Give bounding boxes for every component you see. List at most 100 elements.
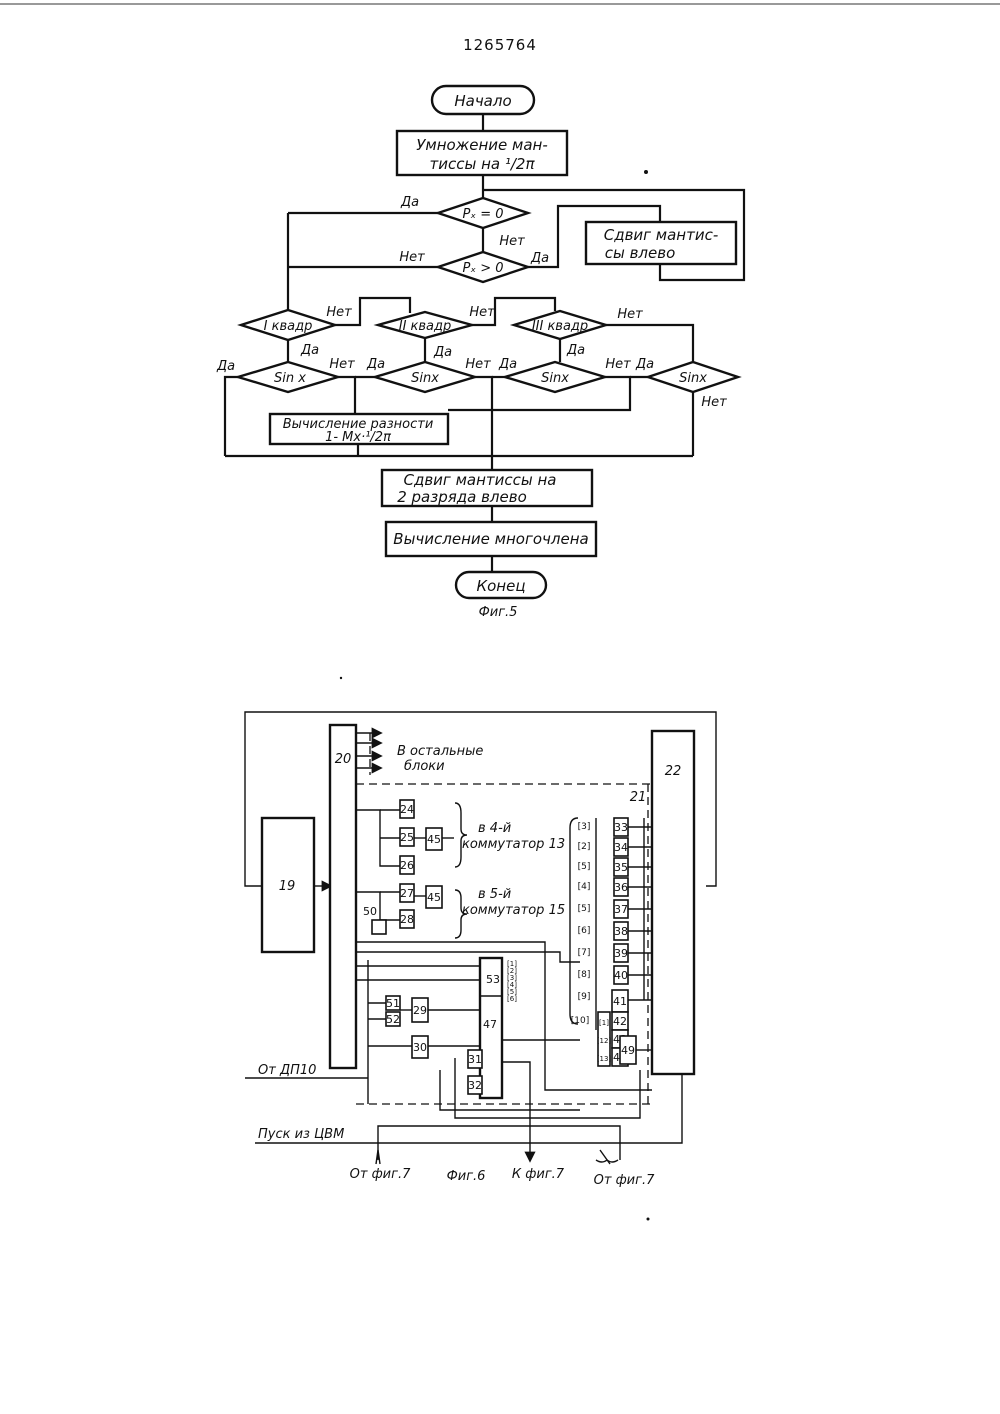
block-20 — [330, 725, 356, 1068]
quadrant1-label: I квадр — [264, 319, 313, 334]
fig5-caption: Фиг.5 — [479, 605, 518, 620]
block-20-label: 20 — [335, 752, 352, 767]
svg-text:37: 37 — [614, 903, 628, 916]
block-50-label: 50 — [363, 905, 377, 918]
register-inputs: [3] [2] [5] [4] [5] [6] [7] [8] [9] [10]… — [571, 822, 612, 1063]
svg-text:[2]: [2] — [578, 842, 591, 852]
svg-text:[10]: [10] — [571, 1016, 589, 1026]
q2-no: Нет — [469, 305, 495, 320]
svg-text:[8]: [8] — [578, 970, 591, 980]
sin3-label: Sinx — [541, 371, 569, 386]
svg-text:40: 40 — [614, 969, 628, 982]
start-label: Начало — [454, 92, 511, 110]
sin1-label: Sin x — [274, 371, 306, 386]
svg-text:33: 33 — [614, 821, 628, 834]
block-32-label: 32 — [468, 1079, 482, 1092]
svg-text:39: 39 — [614, 947, 628, 960]
comm5-line2: коммутатор 15 — [462, 903, 565, 918]
q3-yes: Да — [566, 343, 585, 358]
other-blocks-line2: блоки — [404, 759, 445, 774]
svg-text:[5]: [5] — [578, 862, 591, 872]
block-52-label: 52 — [386, 1013, 400, 1026]
from-fig7-left-label: От фиг.7 — [350, 1167, 411, 1182]
px-positive-yes: Да — [530, 251, 549, 266]
svg-text:[4]: [4] — [578, 882, 591, 892]
svg-text:[12]: [12] — [597, 1037, 612, 1045]
shift-left-line2: сы влево — [605, 244, 676, 262]
multiply-line2: тиссы на ¹/2π — [430, 155, 536, 173]
quadrant2-label: II квадр — [399, 319, 452, 334]
patent-number: 1265764 — [463, 36, 537, 54]
svg-text:36: 36 — [614, 881, 628, 894]
start-from-computer-label: Пуск из ЦВМ — [258, 1127, 344, 1142]
other-blocks-line1: В остальные — [397, 744, 483, 759]
from-fig7-right-label: От фиг.7 — [594, 1173, 655, 1188]
end-label: Конец — [476, 577, 525, 595]
fig6-caption: Фиг.6 — [447, 1169, 486, 1184]
px-zero-yes: Да — [400, 195, 419, 210]
sin4-label: Sinx — [679, 371, 707, 386]
block-53-label: 53 — [486, 973, 500, 986]
block-30-label: 30 — [413, 1041, 427, 1054]
quadrant3-label: III квадр — [532, 319, 588, 334]
block-19-label: 19 — [279, 879, 296, 894]
block-28-label: 28 — [400, 913, 414, 926]
sin4-no: Нет — [701, 395, 727, 410]
svg-text:49: 49 — [621, 1044, 635, 1057]
sin2-label: Sinx — [411, 371, 439, 386]
sin3-no: Нет — [605, 357, 631, 372]
shift-left-line1: Сдвиг мантис- — [604, 226, 719, 244]
sin3-yes: Да — [498, 357, 517, 372]
svg-text:42: 42 — [613, 1015, 627, 1028]
block-24-label: 24 — [400, 803, 414, 816]
block-31-label: 31 — [468, 1053, 482, 1066]
q3-no: Нет — [617, 307, 643, 322]
block-22 — [652, 731, 694, 1074]
svg-text:[5]: [5] — [578, 904, 591, 914]
svg-text:35: 35 — [614, 861, 628, 874]
block-21-label: 21 — [630, 790, 647, 805]
sin4-yes: Да — [635, 357, 654, 372]
svg-text:41: 41 — [613, 995, 627, 1008]
svg-text:[6]: [6] — [507, 995, 517, 1003]
px-positive-no: Нет — [399, 250, 425, 265]
comm5-line1: в 5-й — [478, 887, 511, 902]
sin2-no: Нет — [465, 357, 491, 372]
shift2-line2: 2 разряда влево — [397, 488, 527, 506]
svg-text:34: 34 — [614, 841, 628, 854]
block-25-label: 25 — [400, 831, 414, 844]
sin1-no: Нет — [329, 357, 355, 372]
from-dp10-label: От ДП10 — [258, 1063, 316, 1078]
svg-text:[9]: [9] — [578, 992, 591, 1002]
px-zero-label: Pₓ = 0 — [462, 207, 503, 222]
block-27-label: 27 — [400, 887, 414, 900]
comm4-line1: в 4-й — [478, 821, 511, 836]
svg-text:[3]: [3] — [578, 822, 591, 832]
block-47-label: 47 — [483, 1018, 497, 1031]
sin1-yes: Да — [216, 359, 235, 374]
px-zero-no: Нет — [499, 234, 525, 249]
block-29-label: 29 — [413, 1004, 427, 1017]
px-positive-label: Pₓ > 0 — [462, 261, 503, 276]
block-22-label: 22 — [665, 764, 682, 779]
svg-text:[7]: [7] — [578, 948, 591, 958]
difference-line2: 1- Mx·¹/2π — [325, 430, 391, 445]
q1-no: Нет — [326, 305, 352, 320]
block-51-label: 51 — [386, 997, 400, 1010]
block-45-b-label: 45 — [427, 891, 441, 904]
block-45-a-label: 45 — [427, 833, 441, 846]
to-fig7-label: К фиг.7 — [512, 1167, 565, 1182]
block-50 — [372, 920, 386, 934]
block-53-inputs: [1] [2] [3] [4] [5] [6] — [507, 960, 517, 1003]
sin2-yes: Да — [366, 357, 385, 372]
svg-text:[1]: [1] — [599, 1019, 609, 1027]
polynomial-label: Вычисление многочлена — [393, 530, 588, 548]
flowchart-fig5: Начало Умножение ман- тиссы на ¹/2π Pₓ =… — [216, 86, 744, 620]
multiply-line1: Умножение ман- — [416, 136, 547, 154]
register-column: 33 34 35 36 37 38 39 40 41 42 43 44 49 — [598, 818, 636, 1066]
shift2-line1: Сдвиг мантиссы на — [404, 471, 557, 489]
q2-yes: Да — [433, 345, 452, 360]
q1-yes: Да — [300, 343, 319, 358]
